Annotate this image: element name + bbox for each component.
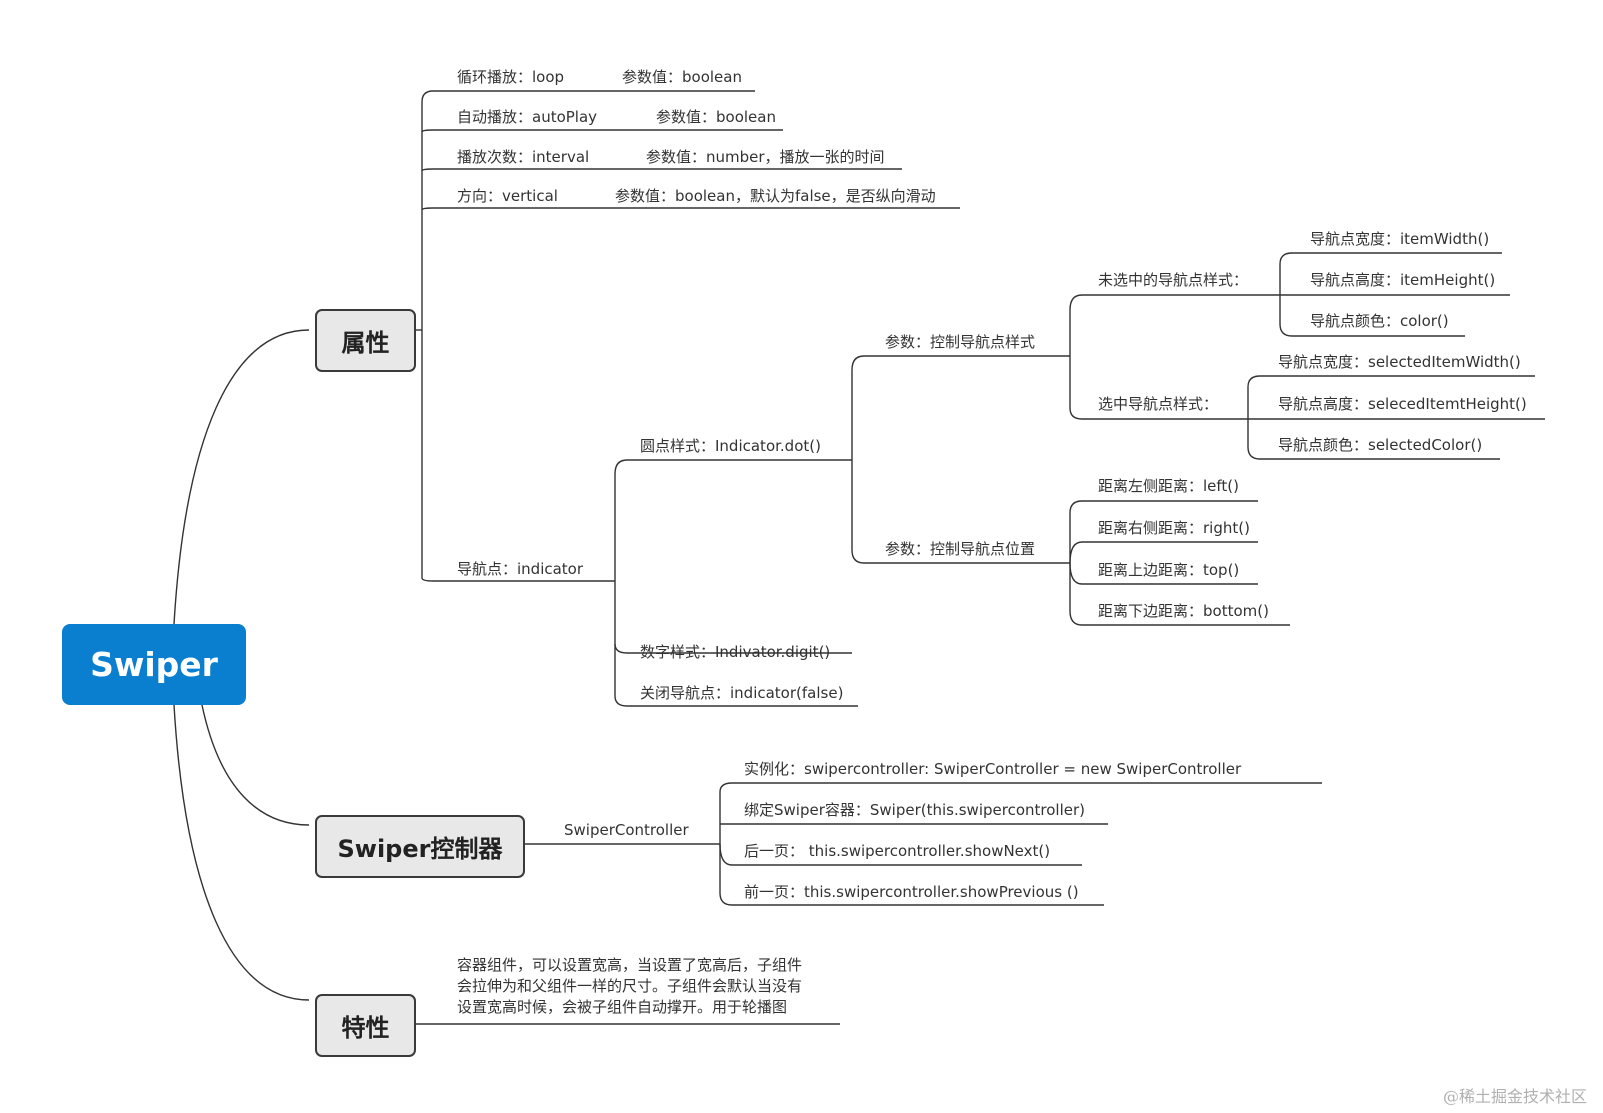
close-indicator-label: 关闭导航点：indicator(false) bbox=[640, 684, 844, 702]
vertical-value: 参数值：boolean，默认为false，是否纵向滑动 bbox=[615, 187, 936, 205]
selected-color: 导航点颜色：selectedColor() bbox=[1278, 436, 1483, 454]
features-line-1: 容器组件，可以设置宽高，当设置了宽高后，子组件 bbox=[457, 956, 803, 974]
position-bottom: 距离下边距离：bottom() bbox=[1098, 602, 1269, 620]
swipercontroller-branch: SwiperController bbox=[564, 821, 689, 839]
indicator-label: 导航点：indicator bbox=[457, 560, 584, 578]
selected-style-label: 选中导航点样式： bbox=[1098, 395, 1219, 413]
root-node: Swiper bbox=[62, 624, 246, 705]
autoplay-value: 参数值：boolean bbox=[656, 108, 776, 126]
loop-label: 循环播放：loop bbox=[457, 68, 565, 86]
selected-height: 导航点高度：selecedItemtHeight() bbox=[1278, 395, 1527, 413]
properties-node: 属性 bbox=[315, 309, 416, 372]
unselected-height: 导航点高度：itemHeight() bbox=[1310, 271, 1496, 289]
features-line-3: 设置宽高时候，会被子组件自动撑开。用于轮播图 bbox=[457, 998, 788, 1016]
unselected-style-label: 未选中的导航点样式： bbox=[1098, 271, 1249, 289]
position-top: 距离上边距离：top() bbox=[1098, 561, 1240, 579]
features-line-2: 会拉伸为和父组件一样的尺寸。子组件会默认当没有 bbox=[457, 977, 803, 995]
style-param-label: 参数：控制导航点样式 bbox=[885, 333, 1036, 351]
position-left: 距离左侧距离：left() bbox=[1098, 477, 1239, 495]
controller-next: 后一页： this.swipercontroller.showNext() bbox=[744, 842, 1051, 860]
unselected-color: 导航点颜色：color() bbox=[1310, 312, 1449, 330]
position-right: 距离右侧距离：right() bbox=[1098, 519, 1250, 537]
controller-instantiate: 实例化：swipercontroller: SwiperController =… bbox=[744, 760, 1242, 778]
features-node: 特性 bbox=[315, 994, 416, 1057]
autoplay-label: 自动播放：autoPlay bbox=[457, 108, 598, 126]
interval-value: 参数值：number，播放一张的时间 bbox=[646, 148, 885, 166]
interval-label: 播放次数：interval bbox=[457, 148, 590, 166]
controller-previous: 前一页：this.swipercontroller.showPrevious (… bbox=[744, 883, 1079, 901]
dot-style-label: 圆点样式：Indicator.dot() bbox=[640, 437, 821, 455]
digit-style-label: 数字样式：Indivator.digit() bbox=[640, 643, 831, 661]
controller-node: Swiper控制器 bbox=[315, 815, 525, 878]
vertical-label: 方向：vertical bbox=[457, 187, 558, 205]
selected-width: 导航点宽度：selectedItemWidth() bbox=[1278, 353, 1521, 371]
loop-value: 参数值：boolean bbox=[622, 68, 742, 86]
position-param-label: 参数：控制导航点位置 bbox=[885, 540, 1036, 558]
controller-bind: 绑定Swiper容器：Swiper(this.swipercontroller) bbox=[744, 801, 1085, 819]
watermark: @稀土掘金技术社区 bbox=[1442, 1087, 1587, 1106]
unselected-width: 导航点宽度：itemWidth() bbox=[1310, 230, 1490, 248]
